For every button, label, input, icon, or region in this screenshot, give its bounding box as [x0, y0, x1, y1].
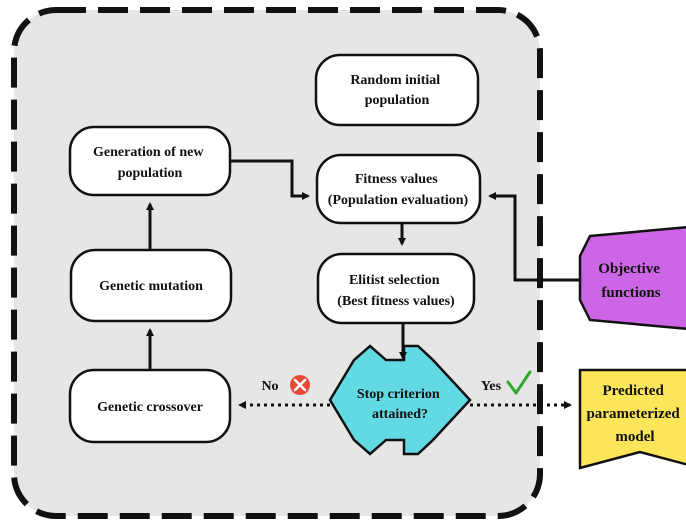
predicted-node [578, 368, 686, 470]
objective-line-1: Objective [598, 261, 660, 277]
elitist-line-1: Elitist selection [349, 273, 440, 288]
no-label: No [261, 379, 278, 394]
fitness-line-1: Fitness values [355, 172, 438, 187]
objective-label: Objective functions [598, 261, 663, 301]
elitist-label: Elitist selection (Best fitness values) [337, 273, 455, 309]
elitist-node [316, 252, 476, 325]
fitness-node [315, 153, 482, 225]
stop-criterion-label: Stop criterion attained? [357, 387, 443, 422]
fitness-label: Fitness values (Population evaluation) [328, 172, 469, 208]
checkmark-icon [506, 370, 532, 395]
objective-line-2: functions [601, 285, 660, 301]
fitness-line-2: (Population evaluation) [328, 193, 469, 208]
predicted-line-1: Predicted [602, 383, 664, 399]
predicted-line-2: parameterized [586, 406, 680, 422]
generation-node [68, 125, 232, 197]
generation-label: Generation of new population [93, 145, 207, 181]
stop-line-2: attained? [372, 407, 428, 422]
arrow-objective-to-fitness [488, 192, 580, 282]
random-initial-line-1: Random initial [350, 73, 440, 88]
elitist-line-2: (Best fitness values) [337, 294, 455, 309]
random-initial-node [314, 53, 480, 127]
mutation-line-1: Genetic mutation [99, 279, 203, 294]
yes-label: Yes [481, 379, 502, 394]
random-initial-line-2: population [365, 93, 430, 108]
crossover-line-1: Genetic crossover [97, 400, 203, 415]
random-initial-label: Random initial population [350, 73, 443, 108]
x-circle-icon [290, 375, 310, 395]
mutation-label: Genetic mutation [99, 279, 203, 294]
predicted-line-3: model [615, 429, 654, 445]
arrow-generation-to-fitness [230, 159, 310, 200]
objective-node [578, 226, 686, 330]
predicted-label: Predicted parameterized model [586, 383, 683, 445]
generation-line-2: population [118, 166, 183, 181]
crossover-label: Genetic crossover [97, 400, 203, 415]
generation-line-1: Generation of new [93, 145, 204, 160]
stop-line-1: Stop criterion [357, 387, 440, 402]
